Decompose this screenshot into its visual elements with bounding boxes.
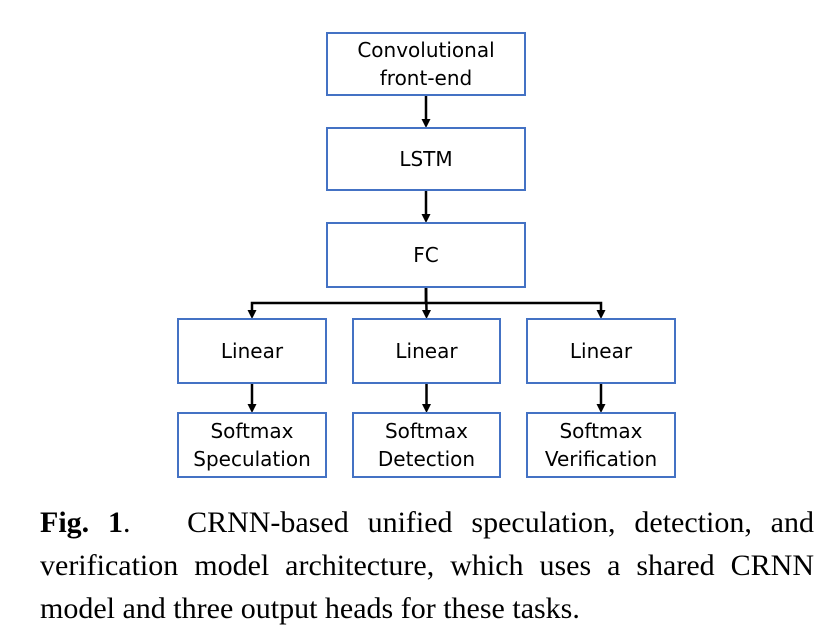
- node-box: [352, 318, 501, 384]
- arrow-line: [250, 287, 428, 311]
- arrowhead: [422, 404, 431, 413]
- caption-text: CRNN-based unified speculation, detectio…: [40, 506, 814, 625]
- edge-conv-to-lstm: [421, 95, 431, 128]
- arrowhead: [422, 310, 431, 319]
- caption-separator: .: [123, 506, 131, 539]
- node-linear-spec: Linear: [177, 318, 327, 384]
- arrowhead: [247, 404, 257, 413]
- node-box: [177, 318, 327, 384]
- edge-lstm-to-fc: [421, 190, 431, 223]
- node-label: LSTM: [399, 147, 452, 171]
- edges: [247, 95, 606, 413]
- arrowhead: [421, 119, 431, 128]
- arrowhead: [421, 214, 431, 223]
- node-label: Softmax: [385, 419, 468, 443]
- node-box: [352, 412, 501, 478]
- arrowhead: [596, 310, 606, 319]
- node-label: Linear: [395, 339, 458, 363]
- node-box: [177, 412, 327, 478]
- node-label: Speculation: [193, 447, 311, 471]
- figure-caption: Fig. 1. CRNN-based unified speculation, …: [40, 501, 814, 630]
- figure-label: Fig. 1: [40, 506, 124, 539]
- node-linear-det: Linear: [352, 318, 501, 384]
- arrowhead: [247, 310, 257, 319]
- arrow-line: [424, 287, 603, 311]
- edge-linear-spec-to-softmax-spec: [247, 383, 257, 413]
- node-fc: FC: [326, 222, 526, 288]
- node-lstm: LSTM: [326, 127, 526, 191]
- node-label: Verification: [545, 447, 657, 471]
- node-label: Convolutional: [357, 38, 494, 62]
- node-box: [326, 127, 526, 191]
- node-box: [326, 222, 526, 288]
- node-label: Softmax: [559, 419, 642, 443]
- node-box: [326, 32, 526, 96]
- node-label: Detection: [378, 447, 475, 471]
- node-conv: Convolutional front-end: [326, 32, 526, 96]
- node-box: [526, 412, 676, 478]
- edge-linear-ver-to-softmax-ver: [596, 383, 606, 413]
- edge-linear-det-to-softmax-det: [422, 383, 431, 413]
- node-box: [526, 318, 676, 384]
- edge-fc-to-linear-ver: [424, 287, 606, 319]
- arrowhead: [596, 404, 606, 413]
- node-label: front-end: [380, 66, 472, 90]
- node-label: Linear: [570, 339, 633, 363]
- node-label: Softmax: [210, 419, 293, 443]
- edge-fc-to-linear-spec: [247, 287, 428, 319]
- node-label: FC: [413, 243, 438, 267]
- node-label: Linear: [221, 339, 284, 363]
- node-linear-ver: Linear: [526, 318, 676, 384]
